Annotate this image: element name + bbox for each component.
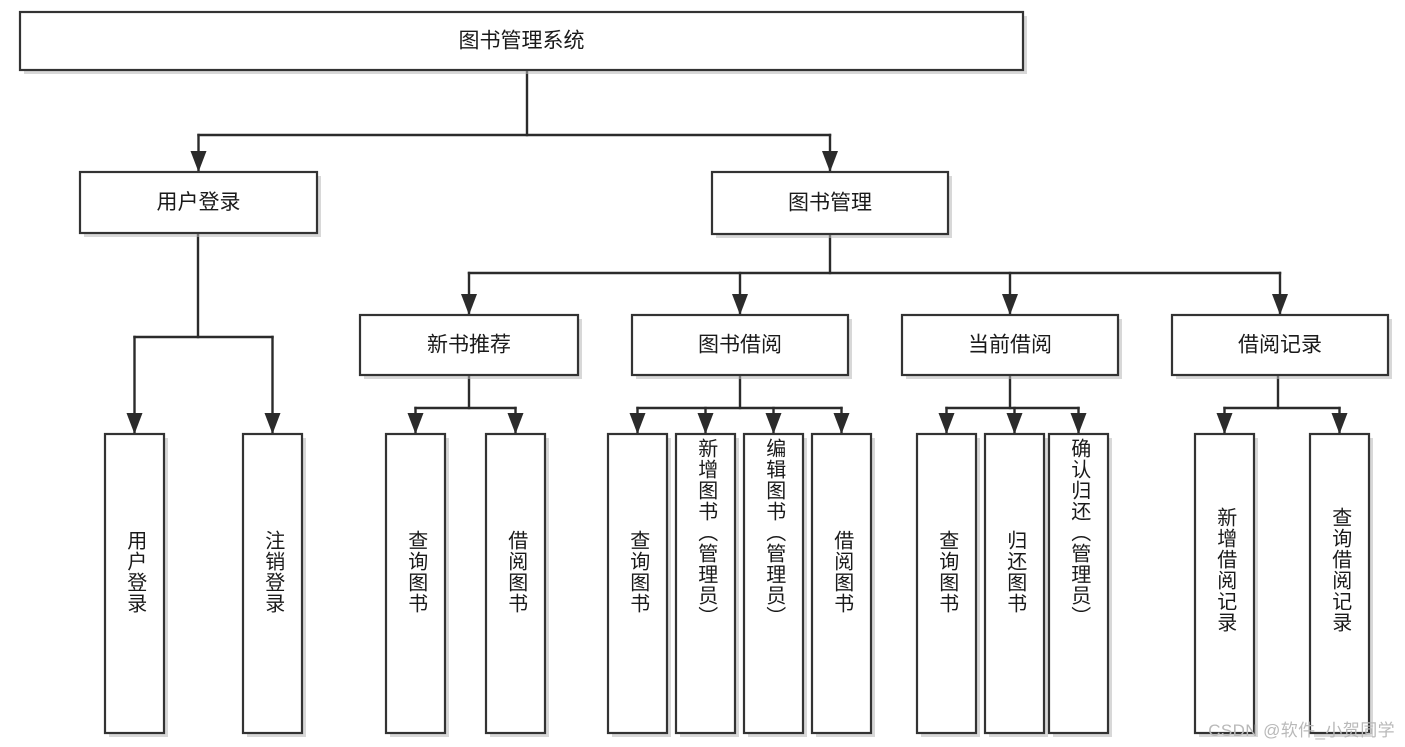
node-leaf-borrow-book[interactable] bbox=[810, 432, 873, 735]
arrowhead-icon bbox=[1216, 413, 1233, 434]
node-leaf-query-borrow-record[interactable] bbox=[1308, 432, 1371, 735]
connector-edges-layer bbox=[126, 68, 1348, 436]
node-leaf-user-login[interactable] bbox=[103, 432, 166, 735]
node-label: 图书管理系统 bbox=[459, 30, 585, 53]
arrowhead-icon bbox=[629, 413, 646, 434]
watermark-text: CSDN @软件_小贺同学 bbox=[1208, 721, 1395, 740]
node-leaf-borrow-book-recommend[interactable] bbox=[484, 432, 547, 735]
node-new-book-recommend[interactable] bbox=[358, 313, 580, 377]
node-label: 图书管理 bbox=[788, 192, 872, 215]
node-leaf-query-book-borrow[interactable] bbox=[606, 432, 669, 735]
arrowhead-icon bbox=[264, 413, 281, 434]
arrowhead-icon bbox=[1331, 413, 1348, 434]
node-label: 用户登录 bbox=[157, 191, 241, 214]
arrowhead-icon bbox=[938, 413, 955, 434]
arrowhead-icon bbox=[507, 413, 524, 434]
node-current-borrow[interactable] bbox=[900, 313, 1120, 377]
node-leaf-query-book-current[interactable] bbox=[915, 432, 978, 735]
arrowhead-icon bbox=[190, 151, 207, 172]
arrowhead-icon bbox=[1070, 413, 1087, 434]
node-borrow-record[interactable] bbox=[1170, 313, 1390, 377]
arrowhead-icon bbox=[833, 413, 850, 434]
node-label: 当前借阅 bbox=[968, 334, 1052, 357]
arrowhead-icon bbox=[407, 413, 424, 434]
node-book-borrow[interactable] bbox=[630, 313, 850, 377]
node-book-manage[interactable] bbox=[710, 170, 950, 236]
arrowhead-icon bbox=[765, 413, 782, 434]
node-leaf-user-logout[interactable] bbox=[241, 432, 304, 735]
node-label: 借阅记录 bbox=[1238, 334, 1322, 357]
arrowhead-icon bbox=[1002, 294, 1018, 315]
node-leaf-confirm-return-admin[interactable] bbox=[1047, 432, 1110, 735]
node-leaf-add-borrow-record[interactable] bbox=[1193, 432, 1256, 735]
arrowhead-icon bbox=[822, 151, 838, 172]
node-boxes-layer bbox=[18, 10, 1392, 737]
node-label: 新书推荐 bbox=[427, 334, 511, 357]
node-leaf-edit-book-admin[interactable] bbox=[742, 432, 805, 735]
node-leaf-return-book[interactable] bbox=[983, 432, 1046, 735]
arrowhead-icon bbox=[126, 413, 143, 434]
node-leaf-add-book-admin[interactable] bbox=[674, 432, 737, 735]
arrowhead-icon bbox=[1272, 294, 1288, 315]
arrowhead-icon bbox=[461, 294, 477, 315]
arrowhead-icon bbox=[732, 294, 748, 315]
arrowhead-icon bbox=[1006, 413, 1023, 434]
arrowhead-icon bbox=[697, 413, 714, 434]
node-leaf-query-book-recommend[interactable] bbox=[384, 432, 447, 735]
node-label: 图书借阅 bbox=[698, 334, 782, 357]
node-root-图书管理系统[interactable] bbox=[18, 10, 1025, 72]
node-user-login[interactable] bbox=[78, 170, 319, 235]
